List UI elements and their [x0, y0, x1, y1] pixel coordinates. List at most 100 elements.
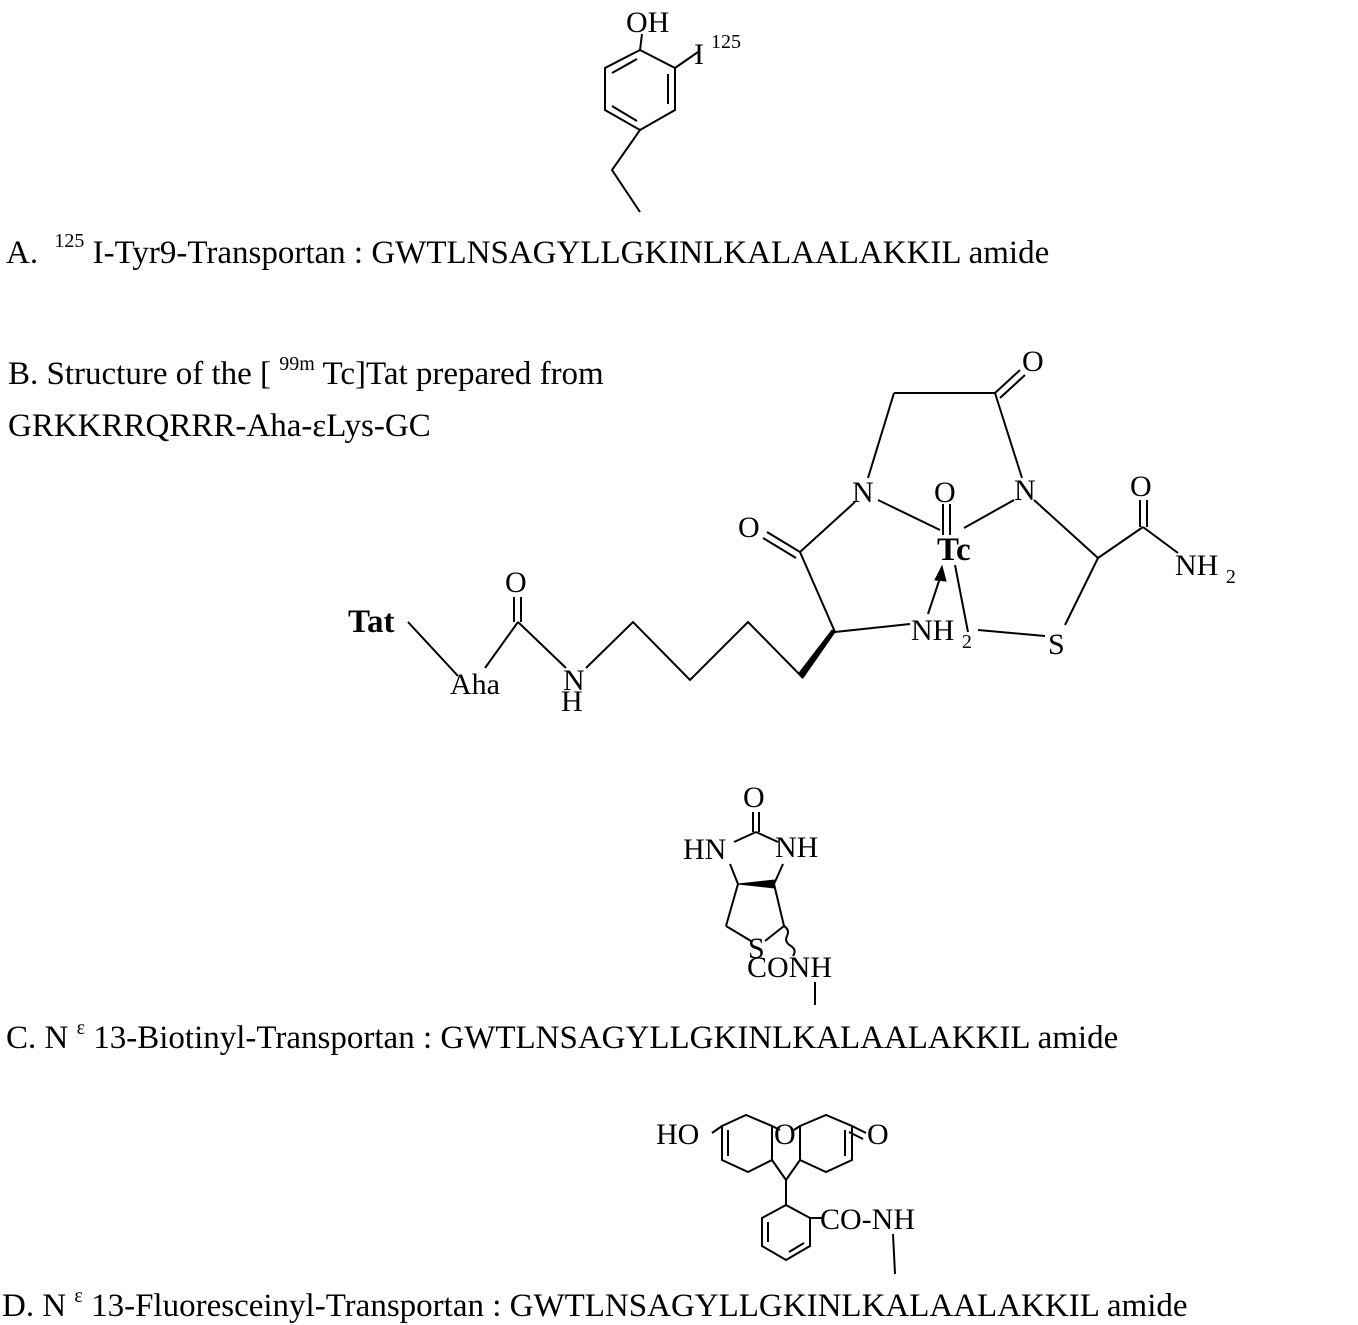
- ring-double-bond: [611, 105, 638, 122]
- s-label: S: [1048, 628, 1065, 661]
- tc-label: Tc: [937, 532, 971, 568]
- thio-left-bond-2: [725, 925, 752, 942]
- panel-d-structure: HO O O CO-NH: [656, 1113, 915, 1275]
- tc-s-bond: [954, 564, 969, 633]
- panel-a-caption: A. 125 I-Tyr9-Transportan : GWTLNSAGYLLG…: [6, 219, 1049, 271]
- central-right: [785, 1159, 801, 1181]
- amide-h-label: H: [561, 685, 583, 718]
- panel-c-caption: C. N ε 13-Biotinyl-Transportan : GWTLNSA…: [6, 1006, 1118, 1056]
- n-right-ca-bond: [1033, 499, 1099, 559]
- urea-c-nr-bond: [755, 831, 779, 843]
- ho-ring-bond: [711, 1125, 723, 1134]
- ca-amide-bond: [1097, 526, 1144, 559]
- terminal-nh2-label: NH 2: [1175, 549, 1236, 588]
- panel-a-caption-main: I-Tyr9-Transportan : GWTLNSAGYLLGKINLKAL…: [93, 235, 1050, 271]
- oh-label: OH: [626, 6, 669, 39]
- ring-double-bond: [611, 58, 638, 74]
- n-right-tc-bond: [963, 499, 1015, 529]
- left-c-o-bond-2: [762, 537, 797, 559]
- right-o-label: O: [1130, 470, 1152, 503]
- biotin-conh-label: CONH: [747, 951, 832, 984]
- ca-carbonyl-bond: [799, 551, 836, 633]
- biotin-o-label: O: [743, 781, 765, 814]
- ch2-chain: [610, 129, 641, 213]
- keto-bond-2: [848, 1131, 864, 1140]
- thio-left-bond-1: [725, 883, 739, 927]
- nh2-tc-arrowhead: [934, 564, 947, 582]
- n-left-label: N: [852, 476, 874, 509]
- panel-d-caption-prefix: D. N: [2, 1288, 66, 1324]
- nl-c-bond: [729, 863, 739, 885]
- ring-o-right: [793, 1125, 801, 1131]
- tat-aha-bond: [407, 621, 459, 677]
- wavy-side-chain: [783, 925, 796, 957]
- ring-o-left: [771, 1125, 781, 1131]
- top-o-label: O: [1022, 345, 1044, 378]
- biotin-s-label: S: [748, 932, 765, 965]
- panel-c-caption-sup: ε: [77, 1017, 85, 1039]
- biotin-nh-label: NH: [775, 831, 818, 864]
- oh-bond: [639, 33, 643, 51]
- ring-nh2-sub: 2: [962, 631, 972, 653]
- nh2-s-bond: [977, 629, 1046, 637]
- nr-c-bond: [773, 863, 784, 885]
- benzoyl-ring: [761, 1203, 811, 1262]
- amide-o-label: O: [505, 566, 527, 599]
- panel-a-structure: OH I 125: [604, 6, 741, 213]
- left-o-label: O: [738, 511, 760, 544]
- nh2-tc-arrow: [927, 577, 941, 615]
- amide-n-label: N: [563, 664, 585, 697]
- terminal-nh2-main: NH: [1175, 549, 1218, 582]
- fluorescein-link-bond: [892, 1233, 896, 1275]
- top-c-o-bond: [994, 369, 1021, 394]
- iodine-isotope-label: 125: [711, 31, 741, 53]
- left-c-o-bond: [766, 531, 801, 553]
- ca-nh2-bond: [834, 623, 911, 633]
- panel-c-structure: O HN NH S CONH: [683, 781, 832, 1005]
- carbonyl-n-bond: [517, 621, 567, 669]
- carbonyl-n-left-bond: [799, 501, 856, 553]
- panel-d-caption: D. N ε 13-Fluoresceinyl-Transportan : GW…: [2, 1274, 1188, 1324]
- fluorescein-ring-o-label: O: [774, 1118, 796, 1151]
- panel-b-caption-line1: B. Structure of the [ 99m Tc]Tat prepare…: [8, 342, 604, 392]
- ring-nh2-main: NH: [911, 614, 954, 647]
- panel-b-caption-suffix: Tc]Tat prepared from: [323, 356, 605, 392]
- urea-c-nl-bond: [733, 831, 757, 843]
- co-n-right-bond: [994, 392, 1023, 479]
- panel-b-caption-sup: 99m: [279, 353, 315, 375]
- fusion-bond-wedge: [737, 879, 775, 889]
- xanthene-left-ring: [721, 1113, 773, 1174]
- iodine-bond: [674, 51, 699, 69]
- aha-label: Aha: [450, 668, 500, 701]
- keto-bond: [851, 1125, 867, 1134]
- panel-c-caption-prefix: C. N: [6, 1020, 69, 1056]
- n-left-ch2-bond: [867, 392, 895, 479]
- n-left-tc-bond: [877, 499, 941, 531]
- n-right-label: N: [1014, 474, 1036, 507]
- benzoyl-double-2: [788, 1242, 805, 1253]
- panel-d-caption-sup: ε: [74, 1285, 82, 1307]
- thio-right-bond-2: [764, 925, 785, 942]
- iodine-label: I: [694, 38, 704, 71]
- central-left: [771, 1159, 787, 1181]
- panel-a-caption-sup: 125: [54, 230, 84, 252]
- aha-carbonyl-bond: [484, 621, 519, 669]
- thio-right-bond-1: [773, 883, 785, 927]
- terminal-nh2-sub: 2: [1226, 566, 1236, 588]
- stereo-wedge: [798, 629, 836, 679]
- fluorescein-ho-label: HO: [656, 1118, 699, 1151]
- tat-label: Tat: [348, 604, 394, 640]
- s-ca-bond: [1064, 557, 1099, 626]
- fluorescein-conh-label: CO-NH: [820, 1203, 915, 1236]
- panel-b-structure: Tat Aha O N H O O N N O Tc: [348, 345, 1236, 718]
- panel-a-caption-prefix: A.: [6, 235, 38, 271]
- panel-b-caption-prefix: B. Structure of the [: [8, 356, 271, 392]
- panel-c-caption-main: 13-Biotinyl-Transportan : GWTLNSAGYLLGKI…: [93, 1020, 1118, 1056]
- tc-o-label: O: [934, 476, 956, 509]
- amide-n-right-bond: [1142, 526, 1179, 554]
- ring-nh2-label: NH 2: [911, 614, 972, 653]
- lysine-chain: [585, 620, 804, 682]
- top-c-o-bond-2: [999, 374, 1026, 399]
- tyrosine-ring: [604, 48, 676, 132]
